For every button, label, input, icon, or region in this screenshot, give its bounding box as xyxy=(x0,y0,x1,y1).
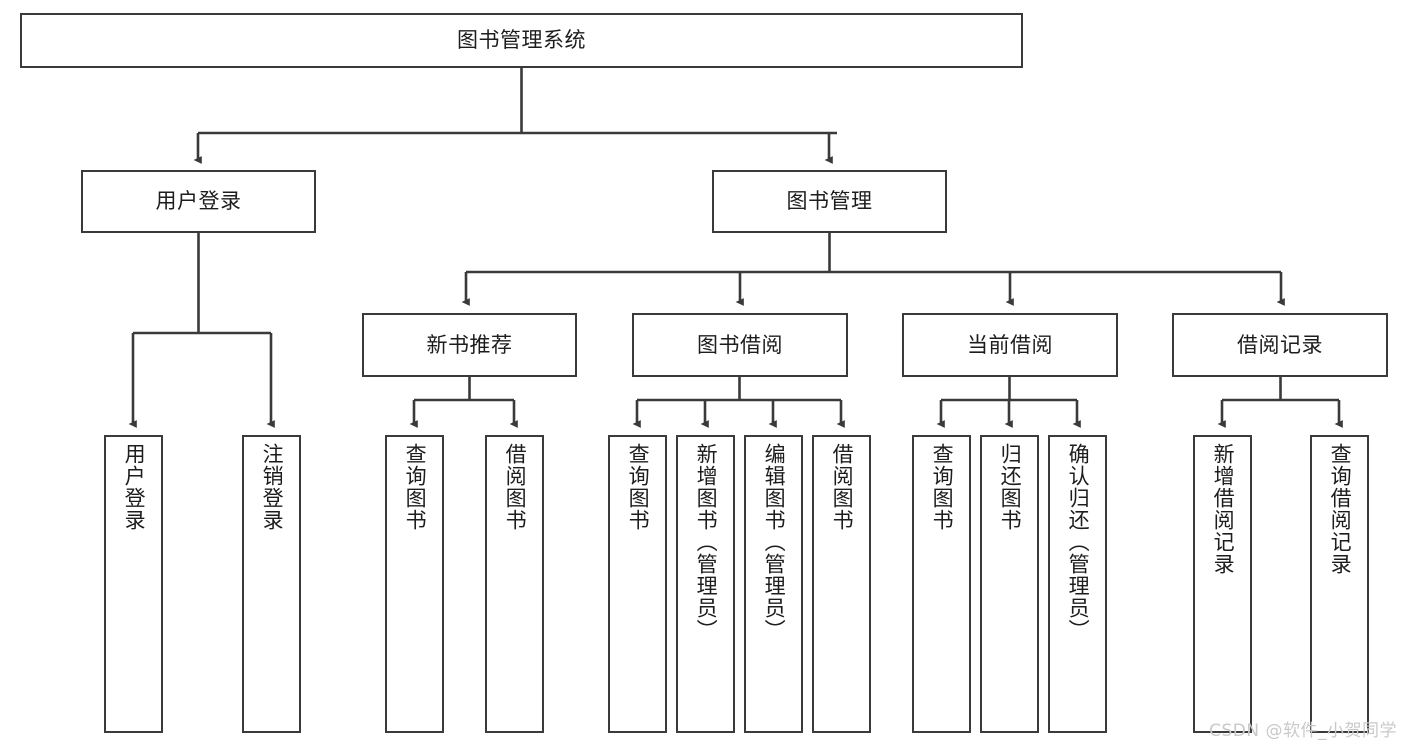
node-new-book-recommend-label: 新书推荐 xyxy=(426,332,513,357)
node-book-management-label: 图书管理 xyxy=(786,189,873,214)
node-leaf-query-book-1-label: 查询图书 xyxy=(403,443,428,531)
node-leaf-user-login[interactable]: 用户登录 xyxy=(104,435,163,733)
node-book-management[interactable]: 图书管理 xyxy=(712,170,947,233)
node-leaf-query-book-3-label: 查询图书 xyxy=(930,443,955,531)
node-leaf-return-book-label: 归还图书 xyxy=(998,443,1023,531)
node-book-borrow-label: 图书借阅 xyxy=(697,332,783,357)
node-leaf-borrow-book-2-label: 借阅图书 xyxy=(830,443,855,531)
node-leaf-add-record-label: 新增借阅记录 xyxy=(1211,443,1236,575)
node-user-login[interactable]: 用户登录 xyxy=(81,170,316,233)
node-leaf-borrow-book-2[interactable]: 借阅图书 xyxy=(812,435,871,733)
node-leaf-add-record[interactable]: 新增借阅记录 xyxy=(1193,435,1252,733)
node-leaf-edit-book[interactable]: 编辑图书（管理员） xyxy=(744,435,803,733)
node-root[interactable]: 图书管理系统 xyxy=(20,13,1023,68)
node-leaf-query-book-1[interactable]: 查询图书 xyxy=(385,435,444,733)
node-leaf-query-book-3[interactable]: 查询图书 xyxy=(912,435,971,733)
node-leaf-return-book[interactable]: 归还图书 xyxy=(980,435,1039,733)
node-leaf-query-book-2[interactable]: 查询图书 xyxy=(608,435,667,733)
node-leaf-add-book-label: 新增图书（管理员） xyxy=(694,443,719,641)
node-user-login-label: 用户登录 xyxy=(155,189,242,214)
node-leaf-add-book[interactable]: 新增图书（管理员） xyxy=(676,435,735,733)
node-leaf-edit-book-label: 编辑图书（管理员） xyxy=(762,443,787,641)
node-leaf-logout-login[interactable]: 注销登录 xyxy=(242,435,301,733)
node-leaf-query-record[interactable]: 查询借阅记录 xyxy=(1310,435,1369,733)
node-leaf-borrow-book-1-label: 借阅图书 xyxy=(503,443,528,531)
node-current-borrow[interactable]: 当前借阅 xyxy=(902,313,1118,377)
node-leaf-query-record-label: 查询借阅记录 xyxy=(1328,443,1353,575)
node-leaf-borrow-book-1[interactable]: 借阅图书 xyxy=(485,435,544,733)
node-leaf-confirm-return-label: 确认归还（管理员） xyxy=(1066,443,1091,641)
node-leaf-logout-login-label: 注销登录 xyxy=(260,443,285,531)
node-book-borrow[interactable]: 图书借阅 xyxy=(632,313,848,377)
node-leaf-query-book-2-label: 查询图书 xyxy=(626,443,651,531)
node-root-label: 图书管理系统 xyxy=(457,28,586,53)
node-new-book-recommend[interactable]: 新书推荐 xyxy=(362,313,577,377)
node-current-borrow-label: 当前借阅 xyxy=(967,332,1053,357)
node-leaf-user-login-label: 用户登录 xyxy=(122,443,147,531)
node-borrow-record[interactable]: 借阅记录 xyxy=(1172,313,1388,377)
node-leaf-confirm-return[interactable]: 确认归还（管理员） xyxy=(1048,435,1107,733)
node-borrow-record-label: 借阅记录 xyxy=(1237,332,1323,357)
watermark: CSDN @软件_小贺同学 xyxy=(1209,721,1397,741)
